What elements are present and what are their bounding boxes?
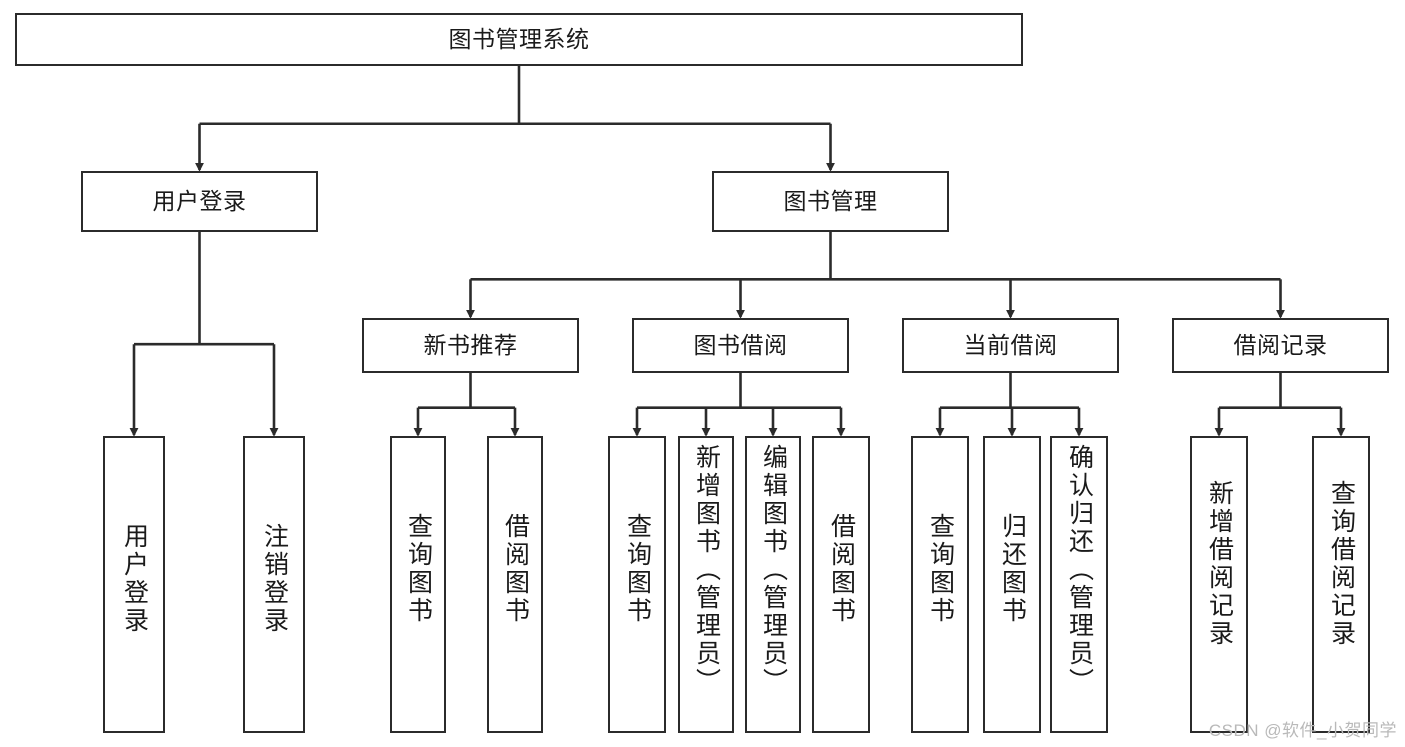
leaf-add-book-admin-label: 新增图书（管理员） bbox=[692, 444, 721, 696]
node-current-borrow-label: 当前借阅 bbox=[963, 332, 1058, 359]
leaf-borrow-book-2-label: 借阅图书 bbox=[827, 513, 856, 625]
leaf-confirm-return-admin[interactable]: 确认归还（管理员） bbox=[1050, 436, 1108, 733]
leaf-return-book-label: 归还图书 bbox=[998, 513, 1027, 625]
leaf-user-logout[interactable]: 注销登录 bbox=[243, 436, 305, 733]
node-book-borrow-label: 图书借阅 bbox=[693, 332, 788, 359]
leaf-query-book-2-label: 查询图书 bbox=[623, 513, 652, 625]
leaf-user-login-label: 用户登录 bbox=[120, 523, 149, 635]
leaf-borrow-book-1[interactable]: 借阅图书 bbox=[487, 436, 543, 733]
leaf-return-book[interactable]: 归还图书 bbox=[983, 436, 1041, 733]
node-new-book-recommend[interactable]: 新书推荐 bbox=[362, 318, 579, 373]
node-root[interactable]: 图书管理系统 bbox=[15, 13, 1023, 66]
leaf-query-book-1[interactable]: 查询图书 bbox=[390, 436, 446, 733]
node-book-manage[interactable]: 图书管理 bbox=[712, 171, 949, 232]
node-current-borrow[interactable]: 当前借阅 bbox=[902, 318, 1119, 373]
leaf-query-book-2[interactable]: 查询图书 bbox=[608, 436, 666, 733]
node-borrow-record-label: 借阅记录 bbox=[1233, 332, 1328, 359]
leaf-query-book-3-label: 查询图书 bbox=[926, 513, 955, 625]
node-root-label: 图书管理系统 bbox=[448, 26, 590, 53]
leaf-borrow-book-1-label: 借阅图书 bbox=[501, 513, 530, 625]
leaf-add-borrow-record[interactable]: 新增借阅记录 bbox=[1190, 436, 1248, 733]
leaf-query-book-3[interactable]: 查询图书 bbox=[911, 436, 969, 733]
leaf-borrow-book-2[interactable]: 借阅图书 bbox=[812, 436, 870, 733]
node-borrow-record[interactable]: 借阅记录 bbox=[1172, 318, 1389, 373]
leaf-query-borrow-record-label: 查询借阅记录 bbox=[1327, 480, 1356, 648]
leaf-user-login[interactable]: 用户登录 bbox=[103, 436, 165, 733]
leaf-query-borrow-record[interactable]: 查询借阅记录 bbox=[1312, 436, 1370, 733]
leaf-confirm-return-admin-label: 确认归还（管理员） bbox=[1065, 444, 1094, 696]
leaf-edit-book-admin[interactable]: 编辑图书（管理员） bbox=[745, 436, 801, 733]
leaf-query-book-1-label: 查询图书 bbox=[404, 513, 433, 625]
node-new-book-recommend-label: 新书推荐 bbox=[423, 332, 518, 359]
leaf-add-borrow-record-label: 新增借阅记录 bbox=[1205, 480, 1234, 648]
leaf-add-book-admin[interactable]: 新增图书（管理员） bbox=[678, 436, 734, 733]
node-user-login-label: 用户登录 bbox=[152, 188, 247, 215]
node-book-borrow[interactable]: 图书借阅 bbox=[632, 318, 849, 373]
leaf-user-logout-label: 注销登录 bbox=[260, 523, 289, 635]
leaf-edit-book-admin-label: 编辑图书（管理员） bbox=[759, 444, 788, 696]
csdn-watermark: CSDN @软件_小贺同学 bbox=[1208, 721, 1397, 740]
node-user-login[interactable]: 用户登录 bbox=[81, 171, 318, 232]
node-book-manage-label: 图书管理 bbox=[783, 188, 878, 215]
